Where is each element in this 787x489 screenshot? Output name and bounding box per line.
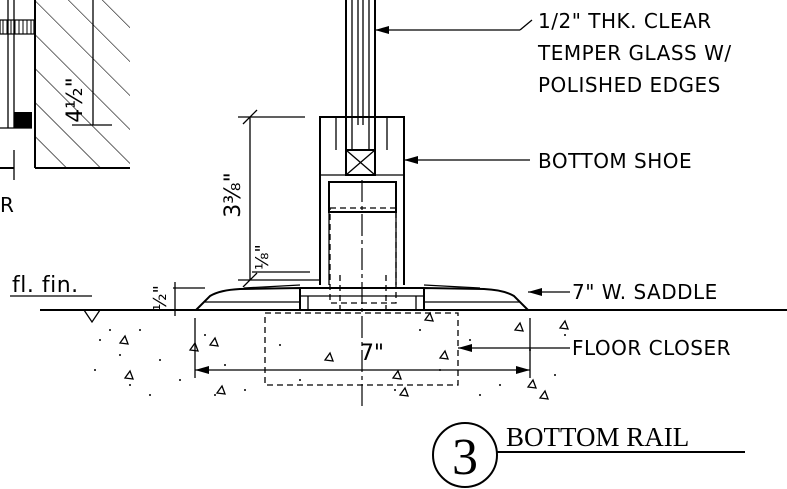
glass-callout-line2: TEMPER GLASS W/ <box>537 41 732 65</box>
callout-bottom-shoe: BOTTOM SHOE <box>404 149 692 173</box>
callout-glass: 1/2" THK. CLEAR TEMPER GLASS W/ POLISHED… <box>375 9 732 97</box>
saddle-callout: 7" W. SADDLE <box>572 280 718 304</box>
floor-finish-marker: fl. fin. <box>10 273 102 324</box>
saddle-height-label: ½" <box>150 285 171 311</box>
dimension-shoe-height: 3⅜" <box>221 109 305 288</box>
dimension-closer-width: 7" <box>194 318 531 378</box>
callout-saddle: 7" W. SADDLE <box>528 280 718 304</box>
floor-closer <box>264 180 459 410</box>
callout-floor-closer: FLOOR CLOSER <box>458 336 731 360</box>
detail-title-label: BOTTOM RAIL <box>506 422 689 452</box>
glass-callout-line1: 1/2" THK. CLEAR <box>538 9 712 33</box>
dimension-saddle-gap: ⅛" <box>238 244 320 281</box>
glass-callout-line3: POLISHED EDGES <box>538 73 721 97</box>
floor-finish-label: fl. fin. <box>12 273 79 298</box>
floor-closer-callout: FLOOR CLOSER <box>572 336 731 360</box>
dimension-saddle-height: ½" <box>150 282 205 316</box>
detail-title: 3 BOTTOM RAIL <box>432 422 745 488</box>
glass-panel <box>345 0 376 150</box>
closer-width-label: 7" <box>360 341 384 366</box>
saddle-gap-label: ⅛" <box>252 244 273 270</box>
left-partial-detail: 4½" R <box>0 0 130 217</box>
detail-number: 3 <box>452 429 478 486</box>
left-dimension-label: 4½" <box>63 77 88 122</box>
bottom-shoe-callout: BOTTOM SHOE <box>538 149 692 173</box>
cut-off-callout-letter: R <box>0 193 14 217</box>
shoe-height-label: 3⅜" <box>221 172 246 217</box>
